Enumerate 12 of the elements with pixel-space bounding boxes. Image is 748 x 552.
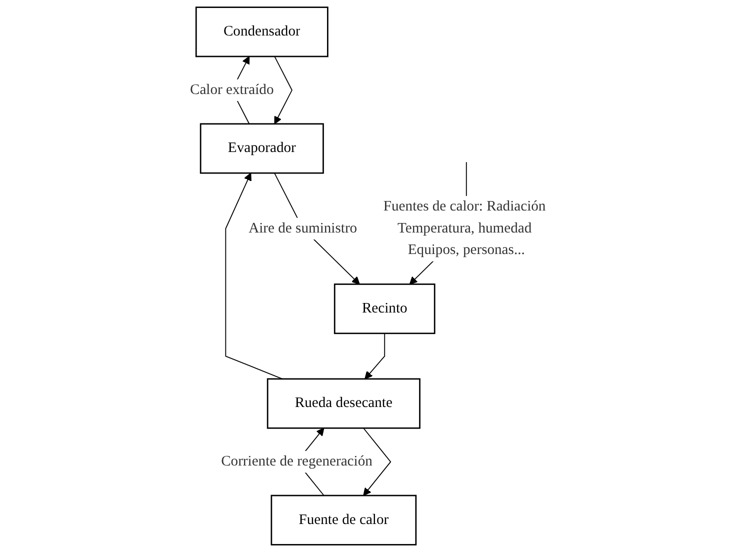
edge-label: Aire de suministro xyxy=(248,220,358,236)
edge-label: Fuentes de calor: Radiación Temperatura, humedad Equipos, personas... xyxy=(384,198,546,258)
edge-label: Calor extraído xyxy=(190,82,274,98)
node-box: Evaporador xyxy=(200,123,324,174)
node-box: Fuente de calor xyxy=(271,494,417,546)
node-box: Condensador xyxy=(196,6,329,58)
arrow xyxy=(364,332,386,380)
node-box: Rueda desecante xyxy=(267,378,421,429)
arrow xyxy=(363,428,392,496)
edge-label: Corriente de regeneración xyxy=(221,454,373,470)
arrow xyxy=(274,56,293,124)
node-box: Recinto xyxy=(334,284,436,334)
